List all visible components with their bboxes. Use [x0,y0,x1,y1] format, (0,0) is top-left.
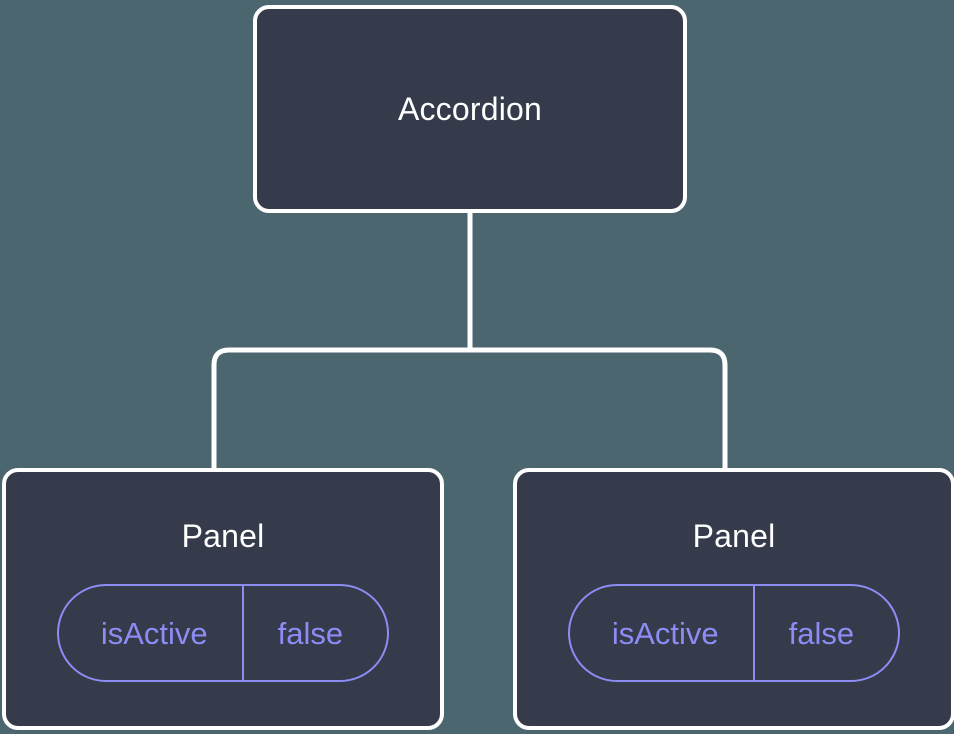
prop-pill-is-active-0[interactable]: isActive false [56,584,390,682]
node-title-panel-0: Panel [181,518,265,554]
node-title-accordion: Accordion [397,91,543,127]
tree-node-panel-0[interactable]: Panel isActive false [2,468,444,730]
prop-value-is-active-1: false [788,615,855,651]
tree-node-accordion[interactable]: Accordion [253,5,687,213]
prop-key-is-active-1: isActive [570,586,755,680]
prop-key-is-active-0: isActive [59,586,244,680]
tree-node-panel-1[interactable]: Panel isActive false [513,468,954,730]
prop-pill-is-active-1[interactable]: isActive false [567,584,901,682]
node-title-panel-1: Panel [692,518,776,554]
connector-child-bus [211,347,728,468]
prop-value-is-active-0: false [277,615,344,651]
